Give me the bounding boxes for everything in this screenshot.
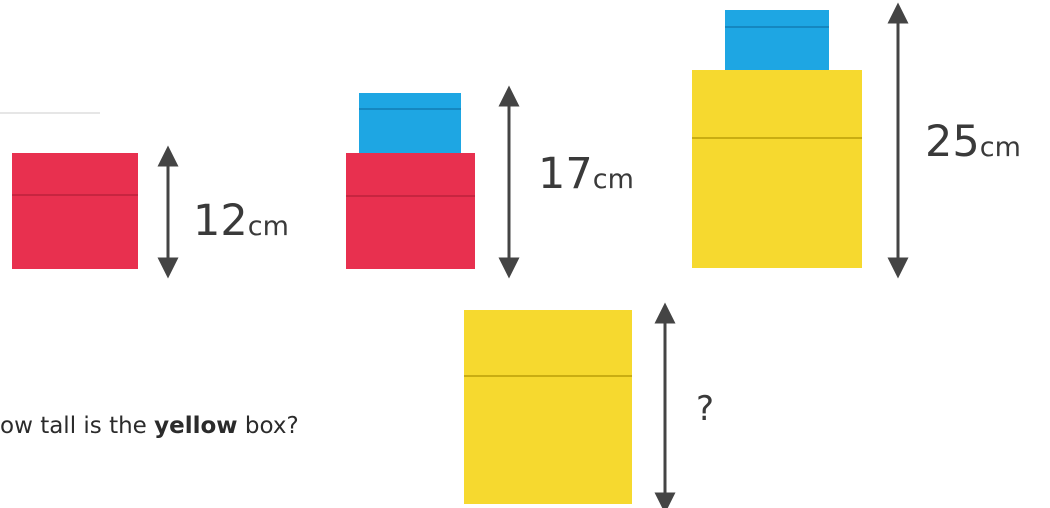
question-emphasis: yellow [154, 413, 238, 439]
height-number: 17 [538, 149, 593, 199]
blue-box-small [359, 93, 461, 153]
height-unit: cm [247, 211, 289, 242]
red-box-stacked [346, 153, 475, 269]
question-after: box? [237, 413, 299, 439]
height-label-yellow-box: ? [696, 392, 714, 426]
blue-box-top [725, 10, 829, 70]
red-box [12, 153, 138, 269]
height-number: 25 [925, 117, 980, 167]
remnant-line [0, 112, 100, 114]
yellow-box-stacked [692, 70, 862, 268]
height-label-stack-3: 25cm [925, 121, 1021, 164]
height-label-red-box: 12cm [193, 200, 289, 243]
height-unit: cm [592, 164, 634, 195]
height-label-stack-2: 17cm [538, 153, 634, 196]
question-before: ow tall is the [0, 413, 155, 439]
question-text: ow tall is the yellow box? [0, 413, 423, 439]
height-number: ? [696, 389, 715, 429]
yellow-box [464, 310, 632, 504]
height-number: 12 [193, 196, 248, 246]
height-unit: cm [979, 132, 1021, 163]
